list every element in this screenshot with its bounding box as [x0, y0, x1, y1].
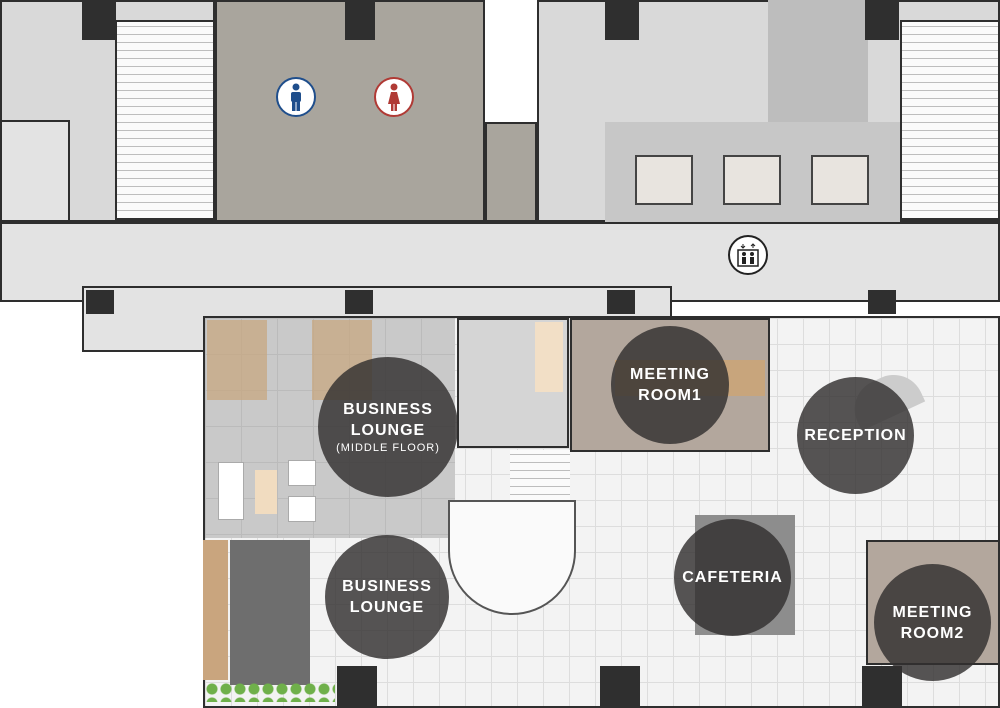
column	[337, 666, 377, 708]
sofa	[207, 320, 267, 400]
column	[345, 290, 373, 314]
armchair	[288, 460, 316, 486]
column	[862, 666, 902, 708]
column	[600, 666, 640, 708]
coffee-table	[255, 470, 277, 514]
column	[86, 290, 114, 314]
room-label: LOUNGE	[350, 422, 426, 439]
label-meeting-room2: MEETING ROOM2	[874, 564, 991, 681]
room-label: BUSINESS	[343, 401, 433, 418]
left-office	[0, 120, 70, 222]
restroom-annex	[485, 122, 537, 222]
stairs-left	[115, 20, 215, 220]
room-sublabel: (MIDDLE FLOOR)	[336, 442, 440, 454]
label-business-lounge-middle-floor: BUSINESS LOUNGE (MIDDLE FLOOR)	[318, 357, 458, 497]
seating-sofa	[218, 462, 244, 520]
column	[82, 0, 116, 40]
column	[605, 0, 639, 40]
room-label: ROOM2	[900, 624, 965, 642]
men-restroom-icon	[276, 77, 316, 117]
label-meeting-room1: MEETING ROOM1	[611, 326, 729, 444]
label-reception: RECEPTION	[797, 377, 914, 494]
elevator-car-2	[723, 155, 781, 205]
room-label: ROOM1	[638, 387, 702, 404]
room-label: LOUNGE	[349, 599, 425, 616]
l-sofa	[535, 322, 563, 392]
label-cafeteria: CAFETERIA	[674, 519, 791, 636]
room-label: MEETING	[892, 603, 973, 621]
elevator-icon	[728, 235, 768, 275]
stairs-right	[900, 20, 1000, 220]
armchair	[288, 496, 316, 522]
women-restroom-icon	[374, 77, 414, 117]
room-label: CAFETERIA	[682, 569, 783, 586]
column	[607, 290, 635, 314]
room-label: BUSINESS	[342, 578, 432, 595]
lounge-carpet	[230, 540, 310, 685]
label-business-lounge: BUSINESS LOUNGE	[325, 535, 449, 659]
room-label: RECEPTION	[804, 427, 907, 444]
elevator-car-3	[811, 155, 869, 205]
spiral-stair-landing	[448, 500, 576, 615]
elevator-car-1	[635, 155, 693, 205]
column	[345, 0, 375, 40]
planter-wall	[203, 540, 228, 680]
column	[865, 0, 899, 40]
room-label: MEETING	[630, 366, 710, 383]
column	[868, 290, 896, 314]
service-core	[768, 0, 868, 122]
plants	[205, 682, 335, 702]
